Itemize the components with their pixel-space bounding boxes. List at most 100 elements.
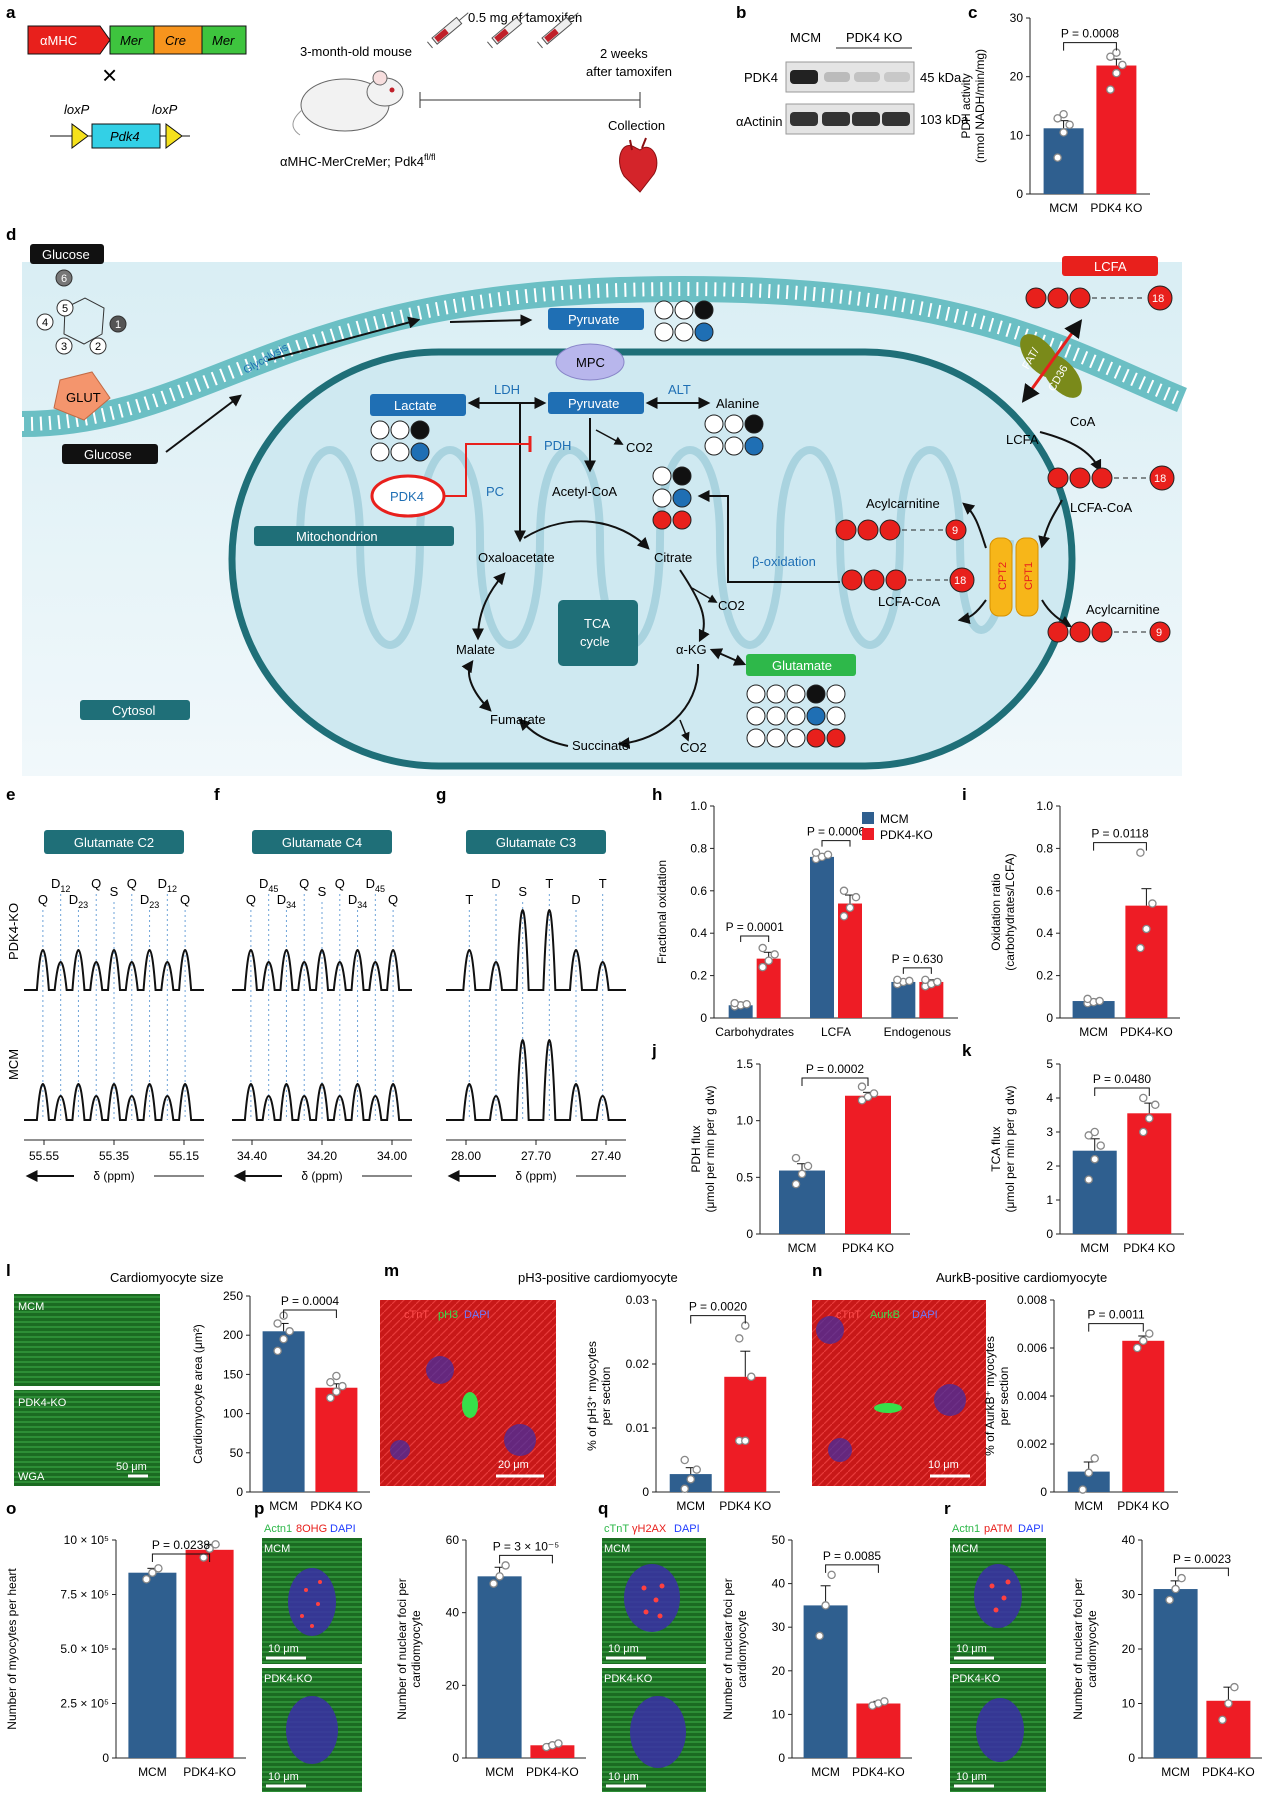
collection-label: Collection [608, 118, 665, 133]
data-point [741, 1436, 750, 1446]
lcfa-coa-mito-label: LCFA-CoA [878, 594, 940, 609]
x-tick-label: PDK4 KO [1117, 1499, 1169, 1513]
beta-oxidation-label: β-oxidation [752, 554, 816, 569]
legend-label: PDK4-KO [880, 828, 933, 842]
alt-label: ALT [668, 382, 691, 397]
y-tick-label: 1 [1046, 1193, 1053, 1207]
pyruvate-mito-box [548, 392, 644, 414]
x-tick-label: MCM [811, 1765, 840, 1779]
y-tick-label: 50 [230, 1446, 244, 1460]
data-point [1171, 1584, 1180, 1594]
y-tick-label: 2.5 × 10⁵ [60, 1697, 109, 1711]
data-point [1090, 1127, 1099, 1137]
panel-l-title: Cardiomyocyte size [110, 1270, 223, 1285]
mouse-age-label: 3-month-old mouse [300, 44, 412, 59]
pdh-label: PDH [544, 438, 571, 453]
significance-bracket [1063, 42, 1117, 51]
y-axis-title: Fractional oxidation [655, 860, 669, 964]
cpt1-to-acylcarnitine-arrow [1041, 599, 1073, 628]
malate-oaa-arrow [472, 572, 506, 641]
data-point [1090, 1454, 1099, 1463]
cpt2-transporter [989, 537, 1013, 617]
citrate-to-akg-arrow [679, 569, 710, 643]
beta-oxidation-arrow [697, 490, 840, 583]
data-point [893, 975, 902, 985]
data-point [1059, 109, 1068, 119]
data-point [1165, 1595, 1174, 1605]
y-axis-title-2: (μmol per min per g dw) [703, 1086, 717, 1213]
bar-mcm [1072, 1001, 1115, 1018]
panel-m-image: m pH3-positive cardiomyocyte cTnT pH3 DA… [380, 1261, 678, 1486]
blot-actinin-label: αActinin [736, 114, 783, 129]
y-tick-label: 40 [772, 1577, 786, 1591]
y-axis-title-2: cardiomyocyte [409, 1610, 423, 1688]
pdk4-enzyme-label: PDK4 [390, 489, 424, 504]
wga-scale-label: 50 μm [116, 1461, 147, 1473]
svg-text:2: 2 [95, 341, 101, 353]
wga-stain-label: WGA [18, 1471, 45, 1483]
heart-icon [619, 137, 658, 193]
p-value-label: P = 0.0020 [689, 1300, 747, 1314]
data-point [815, 1631, 824, 1641]
data-point [845, 903, 855, 913]
akg-label: α-KG [676, 642, 707, 657]
lactate-isotopomer-icons [370, 420, 430, 462]
nmr-title: Glutamate C3 [496, 835, 576, 850]
y-tick-label: 1.0 [1036, 799, 1053, 813]
y-tick-label: 10 × 10⁵ [64, 1533, 109, 1547]
y-tick-label: 0.01 [626, 1421, 650, 1435]
q-channel-ctnt: cTnT [604, 1523, 629, 1535]
data-point [154, 1564, 163, 1573]
r-channel-patm: pATM [984, 1523, 1013, 1535]
bar-mcm [1072, 1150, 1117, 1234]
nmr-panels: e f g PDK4-KO MCM Glutamate C2QD12D23QSQ… [6, 785, 626, 1183]
data-point [823, 850, 833, 860]
fumarate-label: Fumarate [490, 712, 546, 727]
bar-ko [530, 1745, 575, 1758]
x-tick-label: MCM [269, 1499, 298, 1513]
lcfacoa-to-cpt1-arrow [1038, 499, 1063, 549]
p-value-label: P = 0.0001 [726, 920, 784, 934]
loxp-right-label: loxP [152, 102, 178, 117]
y-axis-title: Number of nuclear foci per [1071, 1578, 1085, 1719]
cross-symbol: × [102, 60, 117, 90]
x-tick-label: PDK4-KO [852, 1765, 905, 1779]
data-point [1083, 994, 1092, 1004]
y-tick-label: 1.5 [736, 1057, 753, 1071]
p-channel-8ohg: 8OHG [296, 1523, 327, 1535]
x-tick-label: MCM [1074, 1499, 1103, 1513]
akg-glutamate-arrow [709, 648, 747, 666]
y-tick-label: 60 [446, 1533, 460, 1547]
p-value-label: P = 0.0085 [823, 1549, 881, 1563]
bar-ko [315, 1387, 358, 1492]
glucose-label: Glucose [84, 447, 132, 462]
nmr-peak-label: D23 [140, 892, 159, 910]
svg-text:6: 6 [61, 273, 67, 285]
pdk4-band-mcm [790, 70, 818, 84]
actinin-band-3 [852, 112, 880, 126]
y-axis-title: PDH flux [689, 1125, 703, 1172]
y-axis-title-2: (μmol per min per g dw) [1003, 1086, 1017, 1213]
p-scale-label-1: 10 μm [268, 1643, 299, 1655]
p-value-label: P = 0.0002 [806, 1062, 864, 1076]
p-value-label: P = 0.630 [892, 952, 944, 966]
data-point [1142, 924, 1151, 934]
mer-label-1: Mer [120, 33, 143, 48]
acetylcoa-isotopomer-icons [652, 466, 692, 530]
significance-bracket [825, 1564, 879, 1573]
data-point [797, 1169, 807, 1179]
data-point [1136, 943, 1145, 953]
data-point [839, 911, 849, 921]
bar-ko [185, 1549, 234, 1758]
y-tick-label: 40 [1122, 1533, 1136, 1547]
data-point [1136, 848, 1145, 857]
mpc-label: MPC [576, 355, 605, 370]
y-tick-label: 20 [446, 1678, 460, 1692]
x-tick-label: PDK4 KO [310, 1499, 362, 1513]
